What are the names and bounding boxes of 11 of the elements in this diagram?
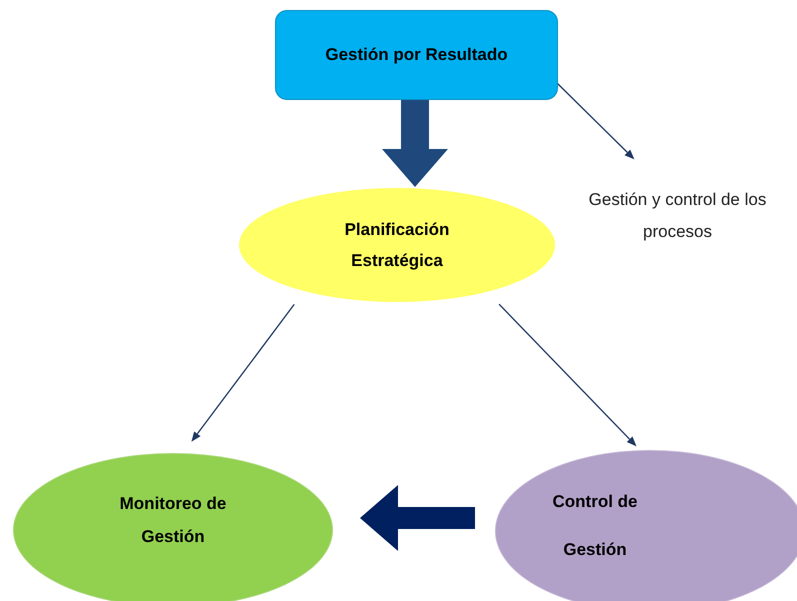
arrow [191, 304, 295, 442]
node-label: Planificación Estratégica [344, 219, 450, 272]
node-label: Gestión y control de los procesos [588, 189, 768, 243]
node-label: Gestión por Resultado [325, 44, 508, 66]
arrow [556, 82, 634, 160]
process-box [275, 10, 558, 100]
node-label: Monitoreo de Gestión [118, 493, 228, 548]
block-arrow [360, 485, 475, 551]
node-label: Control de Gestión [552, 491, 638, 561]
block-arrow [382, 100, 448, 187]
arrow [498, 304, 637, 446]
